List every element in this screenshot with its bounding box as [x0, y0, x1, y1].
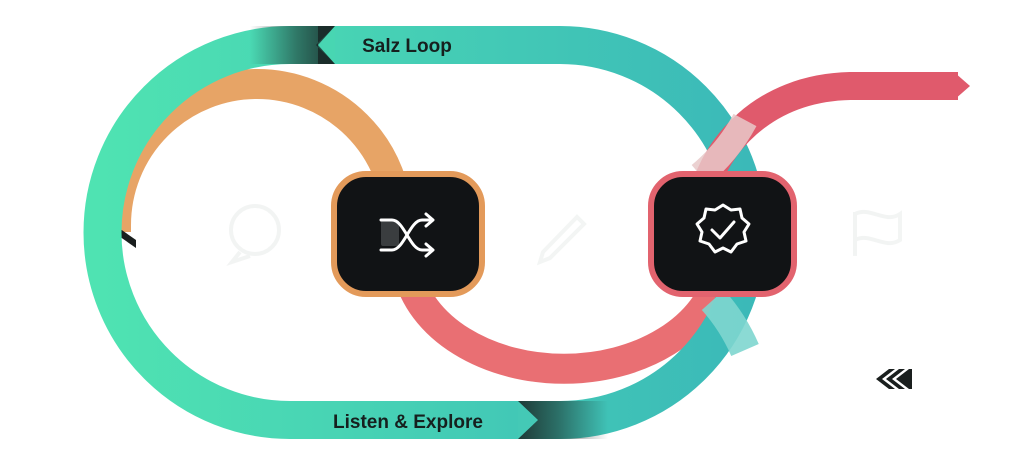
bottom-direction-arrow — [518, 401, 538, 439]
verified-badge-icon — [695, 203, 751, 254]
shuffle-node[interactable] — [331, 171, 485, 297]
exit-arrowhead — [954, 72, 970, 100]
loop-label-bottom: Listen & Explore — [333, 412, 483, 433]
verified-node[interactable] — [648, 171, 797, 297]
top-direction-arrow — [316, 26, 335, 64]
loop-label-top: Salz Loop — [362, 36, 452, 57]
pencil-icon — [536, 214, 587, 266]
shuffle-icon — [379, 212, 435, 258]
flag-icon — [853, 210, 902, 256]
rewind-icon[interactable] — [876, 369, 912, 389]
coral-path — [393, 268, 735, 384]
chat-bubble-icon — [226, 204, 281, 267]
